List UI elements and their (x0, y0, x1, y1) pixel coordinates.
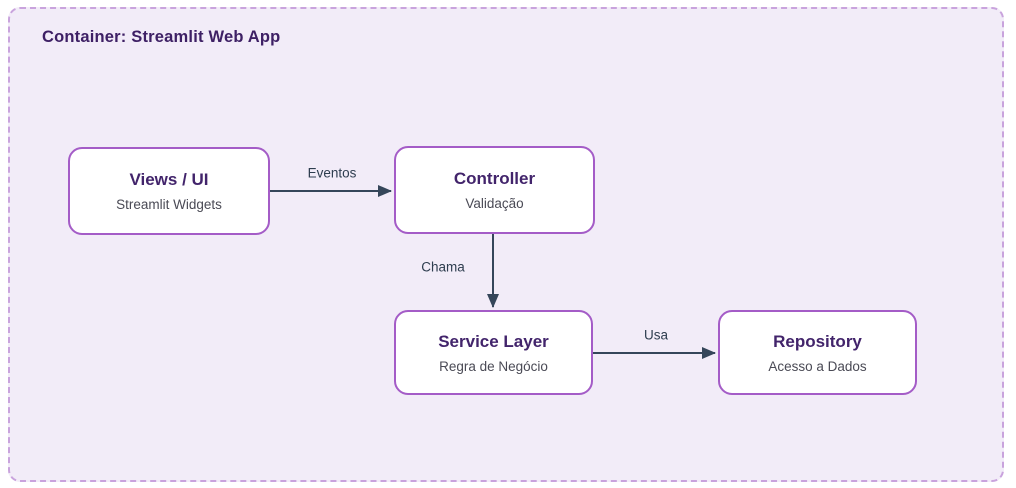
node-controller: Controller Validação (394, 146, 595, 234)
node-views-ui-subtitle: Streamlit Widgets (116, 197, 222, 212)
edge-label-usa: Usa (640, 327, 672, 343)
node-service-layer: Service Layer Regra de Negócio (394, 310, 593, 395)
node-repository-subtitle: Acesso a Dados (768, 358, 867, 374)
node-repository: Repository Acesso a Dados (718, 310, 917, 395)
edge-label-eventos: Eventos (304, 165, 360, 181)
node-service-layer-subtitle: Regra de Negócio (439, 358, 548, 374)
container-title: Container: Streamlit Web App (42, 28, 281, 46)
node-views-ui-title: Views / UI (129, 170, 209, 189)
node-service-layer-title: Service Layer (438, 331, 549, 351)
node-controller-title: Controller (453, 169, 536, 188)
container-boundary (8, 7, 1004, 482)
node-repository-title: Repository (773, 331, 862, 351)
edge-label-chama: Chama (418, 259, 468, 275)
node-controller-subtitle: Validação (465, 196, 524, 211)
node-views-ui: Views / UI Streamlit Widgets (68, 147, 270, 235)
